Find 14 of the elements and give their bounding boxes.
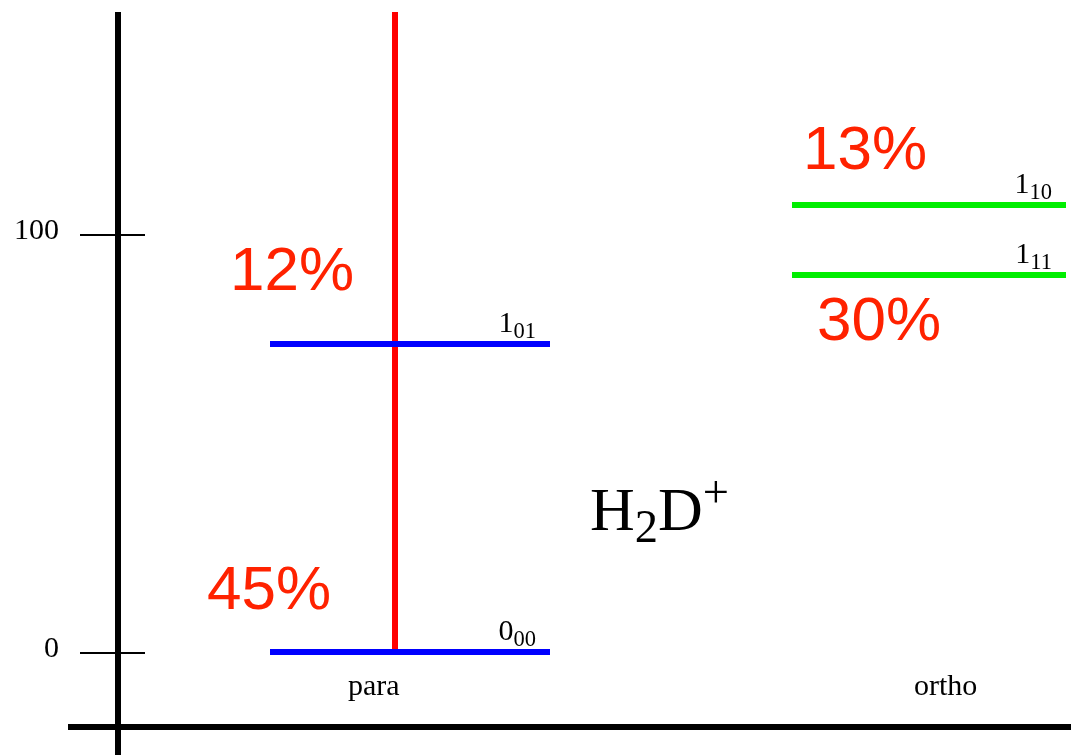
level-label: 1$_{10}$	[1014, 168, 1052, 198]
transition-line	[392, 12, 398, 650]
population-label: 30%	[817, 288, 942, 350]
population-label: 45%	[207, 557, 332, 619]
axis-label: para	[348, 670, 400, 700]
population-label: 13%	[803, 117, 928, 179]
axis-label: ortho	[914, 670, 978, 700]
level-label: 0$_{00}$	[498, 615, 536, 645]
level-label: 1$_{11}$	[1015, 238, 1052, 268]
molecule-label: H$_{2}$D$^{+}$	[590, 478, 730, 540]
tick-label: 100	[14, 214, 59, 244]
level-label: 1$_{01}$	[498, 307, 536, 337]
tick-label: 0	[44, 632, 59, 662]
population-label: 12%	[230, 238, 355, 300]
